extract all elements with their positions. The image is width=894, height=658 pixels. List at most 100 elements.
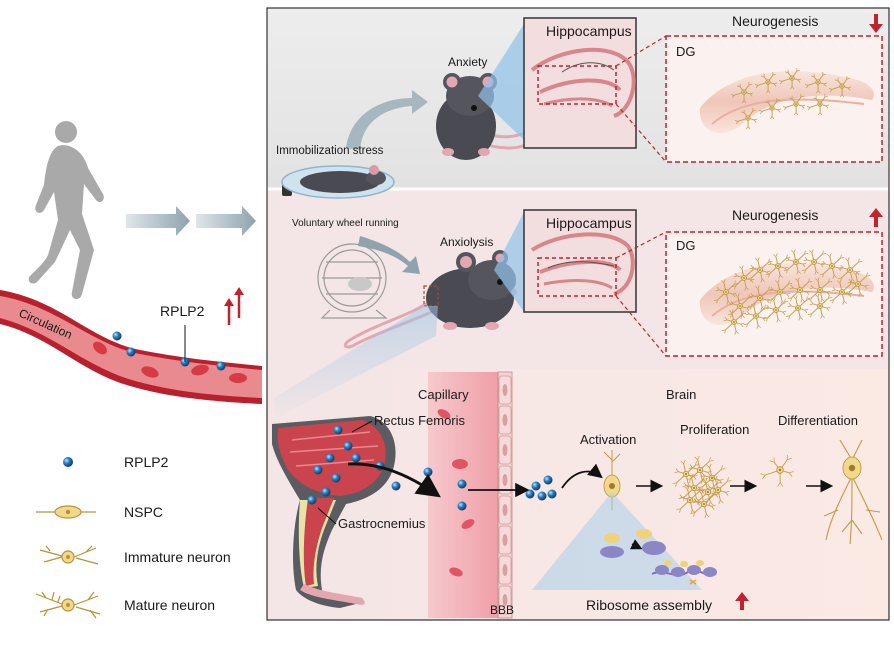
- nspc-cell-icon: [36, 505, 96, 519]
- neuron-cell: [785, 295, 811, 321]
- curved-arrow: [358, 236, 420, 274]
- neuron-cell: [787, 277, 813, 303]
- neurogenesis-label-bottom: Neurogenesis: [732, 207, 818, 223]
- neuron-cell: [672, 459, 700, 489]
- endothelial-nucleus: [502, 384, 508, 396]
- rplp2-particle: [543, 475, 553, 485]
- endothelial-nucleus: [502, 504, 508, 516]
- neuron-cell: [731, 265, 757, 291]
- mature-neuron: [823, 439, 883, 545]
- bbb-endothelium: [498, 375, 512, 615]
- red-blood-cell: [93, 341, 107, 355]
- mature-neuron-icon: [35, 591, 101, 619]
- legend-label: Immature neuron: [124, 549, 231, 565]
- neuron-cell: [763, 297, 789, 323]
- neuron-cell: [743, 303, 769, 329]
- neuron-cell: [782, 93, 806, 116]
- red-blood-cell: [449, 567, 463, 577]
- rplp2-particle: [457, 501, 467, 511]
- capillary-label: Capillary: [418, 387, 469, 402]
- neuron-cell: [754, 71, 778, 94]
- rplp2-sphere-icon: [63, 457, 73, 467]
- neuron-cell: [727, 293, 753, 319]
- endothelial-nucleus: [502, 414, 508, 426]
- red-blood-cell: [452, 459, 468, 469]
- neuron-cell: [747, 257, 773, 283]
- immature-neuron-icon: [39, 545, 99, 565]
- up-arrows-icon: [224, 287, 244, 325]
- neuron-cell: [804, 71, 828, 94]
- rplp2-particle: [343, 441, 353, 451]
- rplp2-particle: [457, 479, 467, 489]
- neuron-cell: [806, 93, 830, 116]
- rplp2-particle: [423, 467, 433, 477]
- restrained-mouse-icon: [281, 165, 395, 199]
- neuron-cell: [829, 279, 855, 305]
- neuron-cell: [807, 293, 833, 319]
- ribosome-assembly-icon: [600, 529, 717, 585]
- rplp2-particle: [112, 331, 122, 341]
- ribosome-label: Ribosome assembly: [586, 597, 712, 613]
- up-arrow-icon: [735, 592, 749, 610]
- red-blood-cell: [461, 519, 475, 529]
- red-blood-cell: [437, 409, 451, 419]
- anxiolysis-label: Anxiolysis: [440, 235, 493, 249]
- hippocampus-label-top: Hippocampus: [546, 23, 632, 39]
- neuron-cell: [680, 473, 708, 503]
- rplp2-particle: [525, 489, 535, 499]
- wheel-label: Voluntary wheel running: [292, 218, 399, 229]
- neuron-cell: [819, 253, 845, 279]
- neuron-cell: [713, 279, 739, 305]
- neuron-cell: [734, 107, 758, 130]
- rplp2-particle: [531, 481, 541, 491]
- zoom-beam: [274, 306, 438, 418]
- rplp2-particle: [313, 465, 323, 475]
- bbb-label: BBB: [490, 603, 514, 617]
- dg-box-top: [665, 35, 883, 163]
- hippocampus-box-bottom: [523, 209, 637, 313]
- neuron-cell: [747, 285, 773, 311]
- rectus-label: Rectus Femoris: [374, 413, 466, 428]
- zoom-beam: [478, 24, 524, 140]
- rplp2-vessel-label: RPLP2: [160, 303, 205, 319]
- neuron-cell: [758, 97, 782, 120]
- hippocampus-label-bottom: Hippocampus: [546, 215, 632, 231]
- neuron-cell: [721, 309, 747, 335]
- rplp2-particle: [321, 487, 331, 497]
- down-arrow-icon: [869, 14, 883, 33]
- neuron-cell: [730, 81, 754, 104]
- legend-label: Mature neuron: [124, 597, 215, 613]
- curved-arrow: [346, 90, 428, 150]
- neuron-cell: [765, 253, 791, 279]
- neuron-cell: [837, 257, 863, 283]
- rplp2-particle: [126, 347, 136, 357]
- activation-label: Activation: [580, 432, 636, 447]
- legend-label: RPLP2: [124, 454, 169, 470]
- anxiety-label: Anxiety: [448, 55, 487, 69]
- endothelial-nucleus: [502, 564, 508, 576]
- neurogenesis-label-top: Neurogenesis: [732, 13, 818, 29]
- gastrocnemius-label: Gastrocnemius: [338, 516, 426, 531]
- endothelial-nucleus: [502, 534, 508, 546]
- rplp2-particle: [537, 491, 547, 501]
- rplp2-particle: [547, 489, 557, 499]
- runner-icon: [28, 121, 104, 300]
- legend-label: NSPC: [124, 504, 163, 520]
- neuron-cell: [778, 67, 802, 90]
- neuron-cell: [828, 75, 852, 98]
- running-wheel-icon: [317, 243, 388, 319]
- dg-label-bottom: DG: [676, 238, 696, 253]
- endothelial-nucleus: [502, 594, 508, 606]
- rplp2-particle: [216, 361, 226, 371]
- neuron-cell: [767, 279, 793, 305]
- zoom-beam: [494, 212, 524, 312]
- rplp2-particle: [325, 453, 335, 463]
- legend: RPLP2 NSPC Immature neuron Mature neuron: [35, 454, 231, 619]
- immobilization-label: Immobilization stress: [276, 145, 384, 157]
- hippocampus-box-top: [523, 17, 637, 149]
- rplp2-particle: [351, 453, 361, 463]
- relaxed-mouse-icon: [343, 250, 517, 349]
- neuron-cell: [801, 249, 827, 275]
- dg-label-top: DG: [676, 44, 696, 59]
- flow-arrow: [347, 462, 441, 498]
